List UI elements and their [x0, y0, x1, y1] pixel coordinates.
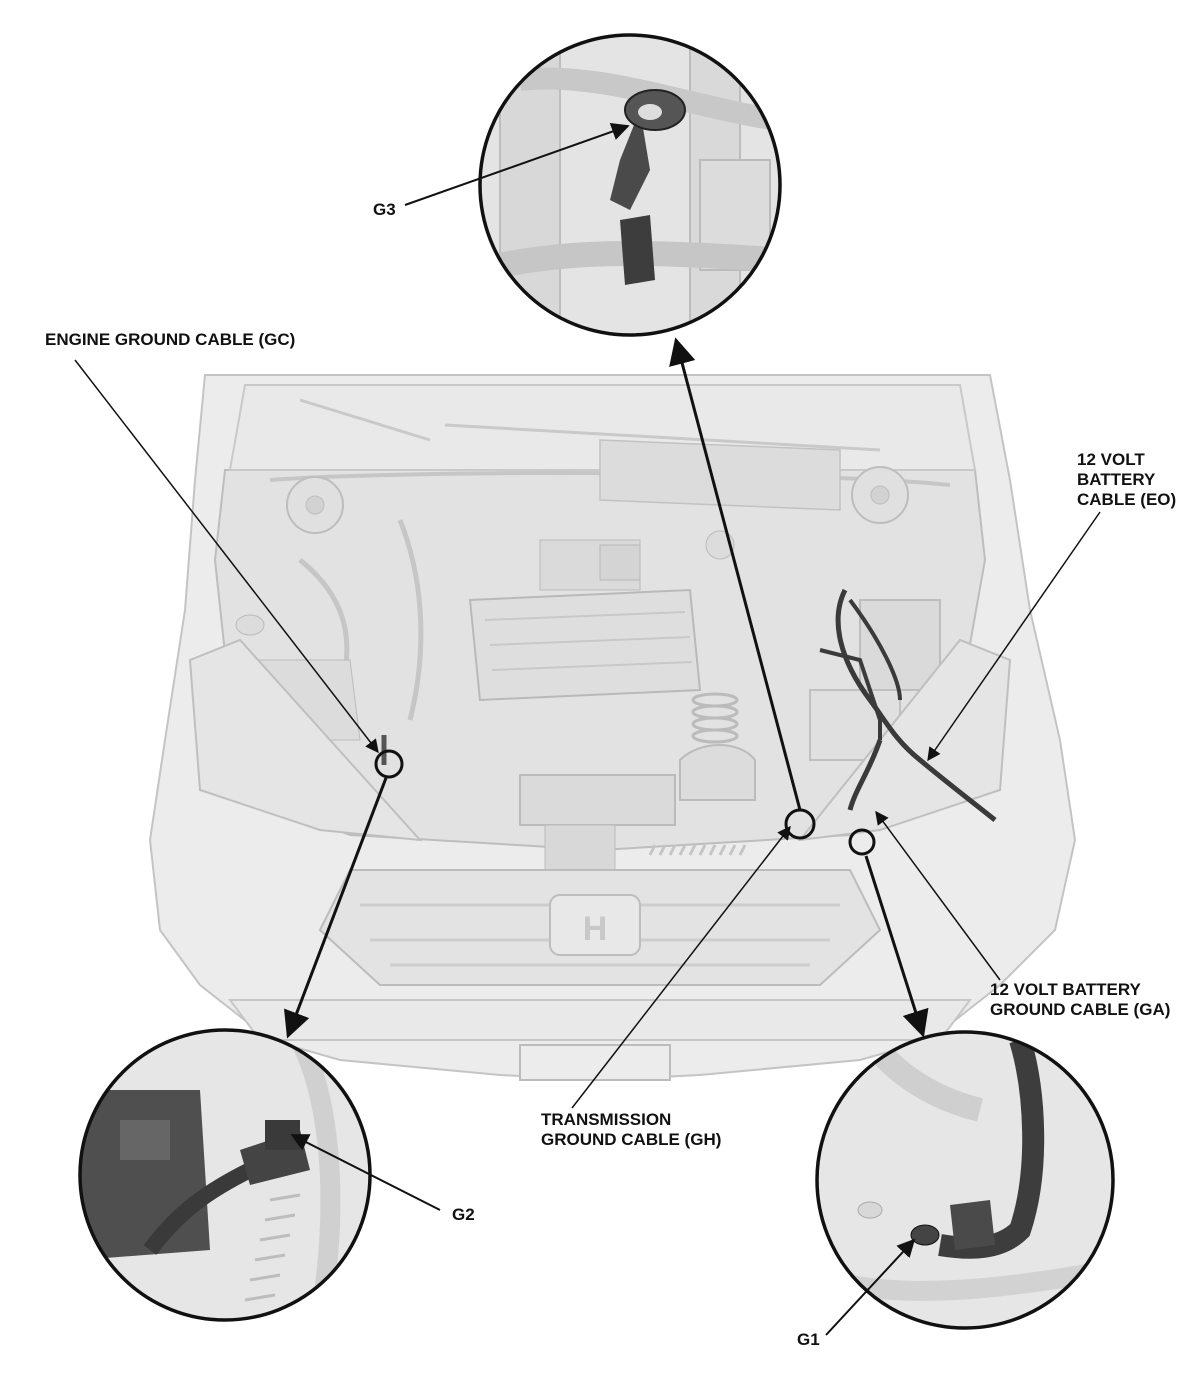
left-headlight — [188, 638, 423, 842]
vehicle-front-view: H — [148, 374, 1077, 1082]
battery-box — [859, 599, 941, 691]
callout-g2: G2 — [452, 1205, 475, 1224]
label-transmission-ground-cable-line1: TRANSMISSION — [541, 1110, 672, 1129]
connector-arrows — [74, 122, 1101, 1336]
battery-cable-eo — [835, 588, 997, 822]
label-battery-cable: 12 VOLT BATTERY CABLE (EO) — [1077, 450, 1176, 510]
detail-view-g2 — [78, 1028, 372, 1322]
label-battery-ground-cable-line2: GROUND CABLE (GA) — [990, 1000, 1171, 1019]
label-battery-cable-line2: BATTERY — [1077, 470, 1156, 489]
callout-g1: G1 — [797, 1330, 820, 1349]
label-transmission-ground-cable: TRANSMISSION GROUND CABLE (GH) — [541, 1110, 721, 1150]
label-battery-cable-line1: 12 VOLT — [1077, 450, 1145, 469]
detail-view-g3 — [478, 33, 782, 337]
leader-g3 — [404, 122, 630, 206]
leader-engine-ground-cable — [74, 359, 379, 754]
arrow-to-g2-detail — [284, 777, 388, 1039]
label-battery-ground-cable-line1: 12 VOLT BATTERY — [990, 980, 1141, 999]
leader-g2 — [290, 1134, 441, 1211]
license-plate — [519, 1044, 671, 1081]
leader-g1 — [825, 1238, 916, 1336]
g1-location-marker — [848, 828, 876, 856]
g2-location-marker — [374, 749, 404, 779]
arrow-to-g1-detail — [864, 855, 929, 1038]
arrow-to-g3-detail — [669, 337, 802, 811]
callout-g3: G3 — [373, 200, 396, 219]
leader-transmission-ground-cable — [571, 825, 791, 1109]
battery-ground-cable-ga — [847, 739, 883, 811]
detail-view-g1 — [815, 1030, 1115, 1330]
leader-battery-cable — [927, 511, 1101, 762]
label-engine-ground-cable: ENGINE GROUND CABLE (GC) — [45, 330, 296, 349]
label-battery-ground-cable: 12 VOLT BATTERY GROUND CABLE (GA) — [990, 980, 1170, 1020]
brand-badge: H — [583, 910, 608, 948]
label-transmission-ground-cable-line2: GROUND CABLE (GH) — [541, 1130, 722, 1149]
leader-battery-ground-cable — [875, 810, 1001, 981]
label-battery-cable-line3: CABLE (EO) — [1077, 490, 1177, 509]
